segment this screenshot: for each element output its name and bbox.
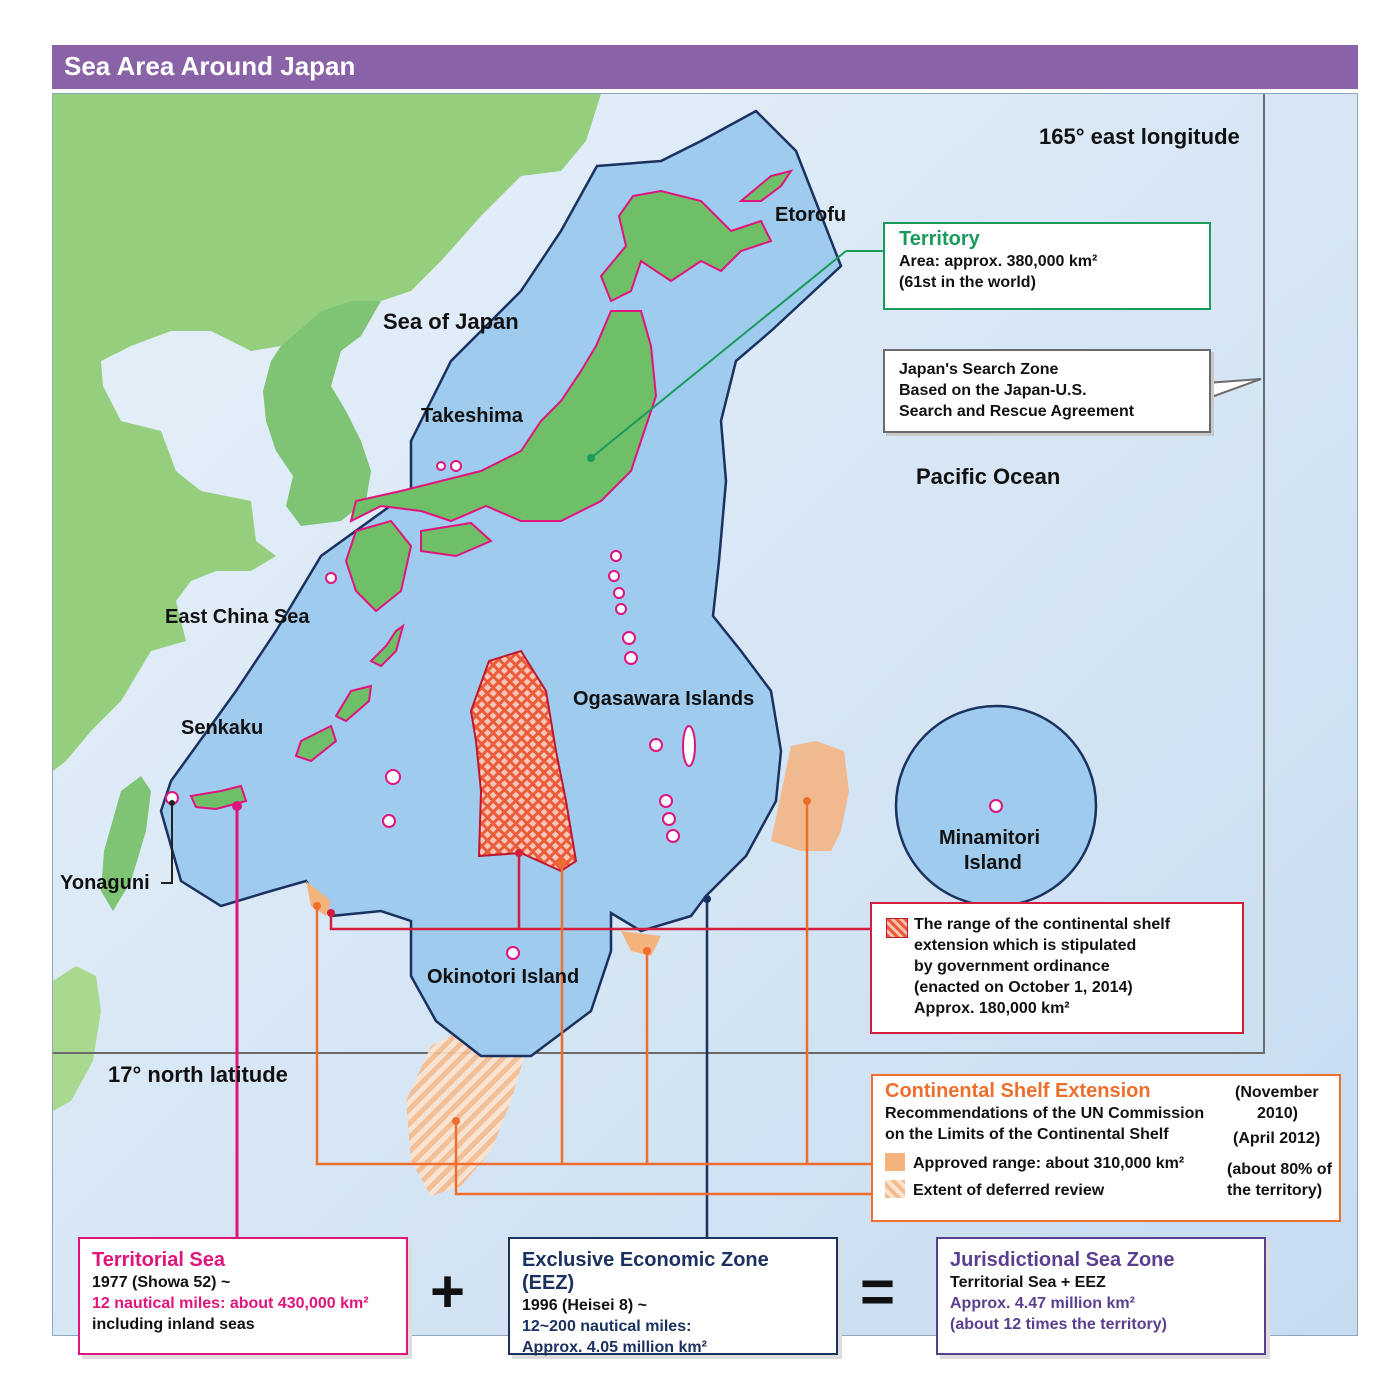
jurisdictional-line1: Territorial Sea + EEZ: [950, 1274, 1106, 1291]
ordinance-line4: (enacted on October 1, 2014): [914, 979, 1133, 996]
territorial-sea-heading: Territorial Sea: [92, 1249, 226, 1271]
shikoku: [420, 521, 493, 558]
shelf-approved-row: Approved range: about 310,000 km²: [885, 1153, 1327, 1174]
shelf-ordinance-box: The range of the continental shelf exten…: [870, 902, 1244, 1034]
jurisdictional-line2: Approx. 4.47 million km²: [950, 1295, 1135, 1312]
shelf-extension-line2: on the Limits of the Continental Shelf: [885, 1126, 1169, 1143]
shelf-approved-east: [771, 741, 849, 851]
search-zone-line3: Search and Rescue Agreement: [899, 403, 1135, 420]
amami: [294, 724, 338, 763]
eez-box: Exclusive Economic Zone (EEZ) 1996 (Heis…: [508, 1237, 838, 1356]
search-zone-line2: Based on the Japan-U.S.: [899, 382, 1087, 399]
page-title: Sea Area Around Japan: [64, 51, 356, 81]
shelf-extension-line1: Recommendations of the UN Commission: [885, 1105, 1205, 1122]
territory-heading: Territory: [899, 228, 980, 250]
eez-line1: 1996 (Heisei 8) ~: [522, 1297, 647, 1314]
territory-leader: [590, 250, 847, 459]
sakishima: [189, 784, 248, 811]
ordinance-leaders: [329, 853, 876, 931]
title-bar: Sea Area Around Japan: [52, 45, 1358, 89]
shelf-leaders: [315, 801, 873, 1196]
shelf-approved-southwest: [306, 881, 331, 916]
japan-islands: [189, 169, 794, 811]
shelf-extension-date3: (April 2012): [1233, 1130, 1321, 1147]
eez-line2: 12~200 nautical miles:: [522, 1318, 692, 1335]
approved-swatch: [885, 1153, 905, 1171]
latitude-label: 17° north latitude: [108, 1062, 288, 1087]
search-zone-line1: Japan's Search Zone: [899, 361, 1059, 378]
korean-peninsula: [263, 301, 381, 526]
territory-rank: (61st in the world): [899, 274, 1036, 291]
taiwan: [101, 776, 151, 911]
minamitori-label-2: Island: [964, 852, 1022, 874]
jurisdictional-heading: Jurisdictional Sea Zone: [950, 1249, 1175, 1271]
minamitori-label-1: Minamitori: [939, 827, 1041, 849]
kuril-islands: [738, 169, 794, 202]
approved-note1: (about 80% of: [1227, 1161, 1332, 1178]
eez-line3: Approx. 4.05 million km²: [522, 1339, 707, 1356]
approved-label: Approved range: about 310,000 km²: [913, 1155, 1185, 1172]
deferred-swatch: [885, 1180, 905, 1198]
territorial-sea-line1: 1977 (Showa 52) ~: [92, 1274, 231, 1291]
approved-note2: the territory): [1227, 1182, 1323, 1199]
shelf-deferred-row: Extent of deferred review: [885, 1180, 1327, 1201]
shelf-approved-okinotori-east: [621, 931, 661, 956]
sea-of-japan-label: Sea of Japan: [383, 309, 519, 334]
senkaku-label: Senkaku: [181, 717, 264, 739]
etorofu-label: Etorofu: [775, 204, 847, 226]
shelf-extension-date1: (November: [1235, 1084, 1319, 1101]
shelf-extension-date2: 2010): [1257, 1105, 1298, 1122]
deferred-label: Extent of deferred review: [913, 1182, 1105, 1199]
asian-continent: [53, 94, 601, 771]
shelf-extension-heading: Continental Shelf Extension: [885, 1080, 1151, 1102]
territory-box: Territory Area: approx. 380,000 km² (61s…: [883, 222, 1211, 310]
small-islands: [165, 460, 1003, 960]
territorial-sea-box: Territorial Sea 1977 (Showa 52) ~ 12 nau…: [78, 1237, 408, 1355]
ordinance-line3: by government ordinance: [914, 958, 1110, 975]
luzon: [53, 966, 101, 1111]
jurisdictional-box: Jurisdictional Sea Zone Territorial Sea …: [936, 1237, 1266, 1355]
honshu: [349, 310, 658, 523]
ordinance-line2: extension which is stipulated: [914, 937, 1137, 954]
ordinance-swatch: [886, 918, 908, 938]
kyushu: [344, 519, 413, 613]
longitude-label: 165° east longitude: [1039, 124, 1240, 149]
eez-heading: Exclusive Economic Zone (EEZ): [522, 1249, 769, 1294]
ordinance-line1: The range of the continental shelf: [914, 916, 1171, 933]
pacific-ocean-label: Pacific Ocean: [916, 464, 1061, 489]
territorial-sea-line3: including inland seas: [92, 1316, 255, 1333]
okinotori-label: Okinotori Island: [427, 966, 580, 988]
equals-operator: =: [860, 1258, 896, 1325]
yonaguni-leader: [161, 803, 173, 884]
yonaguni-label: Yonaguni: [60, 872, 150, 894]
plus-operator: +: [430, 1258, 466, 1325]
shelf-extension-box: Continental Shelf Extension Recommendati…: [871, 1074, 1341, 1222]
jurisdictional-line3: (about 12 times the territory): [950, 1316, 1167, 1333]
territory-area: Area: approx. 380,000 km²: [899, 253, 1098, 270]
takeshima-label: Takeshima: [421, 405, 523, 427]
search-zone-box: Japan's Search Zone Based on the Japan-U…: [883, 349, 1211, 433]
shelf-ordinance-area: [469, 649, 578, 873]
nansei-islands: [369, 623, 405, 668]
shelf-deferred: [406, 1031, 526, 1196]
ordinance-line5: Approx. 180,000 km²: [914, 1000, 1070, 1017]
hokkaido: [599, 189, 773, 303]
east-china-sea-label: East China Sea: [165, 606, 310, 628]
map-frame: 165° east longitude 17° north latitude S…: [52, 93, 1358, 1336]
ogasawara-label: Ogasawara Islands: [573, 688, 755, 710]
territorial-sea-line2: 12 nautical miles: about 430,000 km²: [92, 1295, 369, 1312]
okinawa: [334, 684, 373, 723]
